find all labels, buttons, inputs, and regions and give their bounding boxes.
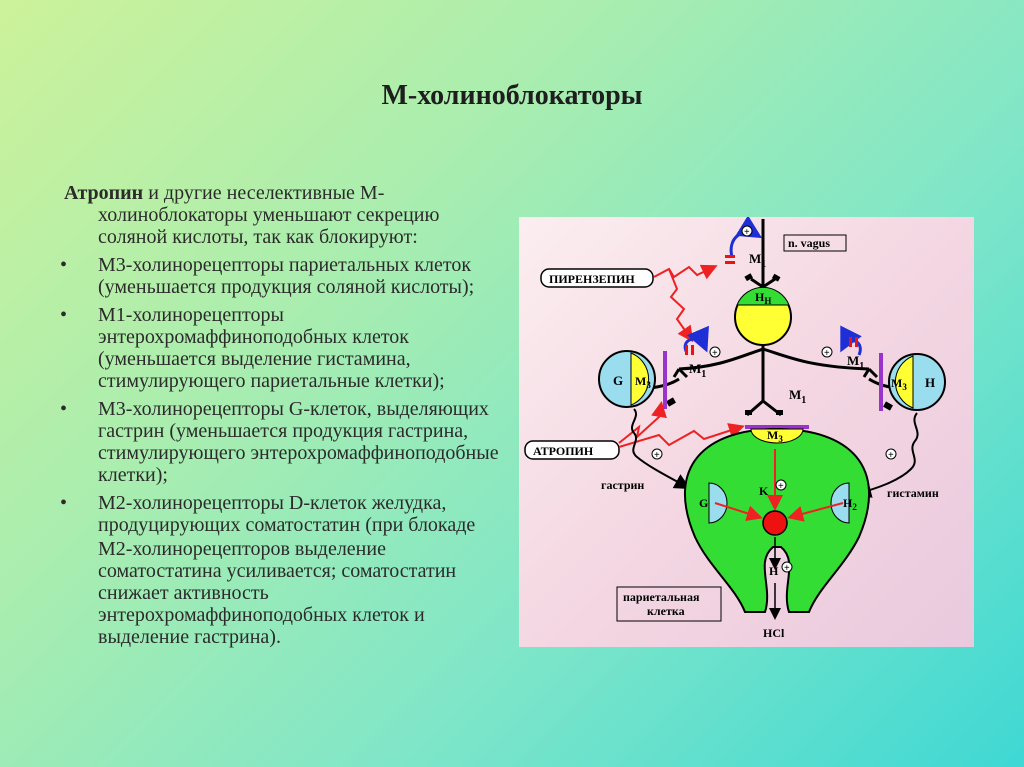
h-ion-label: H <box>769 564 779 578</box>
svg-text:+: + <box>744 227 750 238</box>
block-mark <box>849 337 852 347</box>
g-to-pump-arrow <box>714 502 763 521</box>
m3-right-cap <box>894 355 914 409</box>
list-item: • М3-холинорецепторы париетальных клеток … <box>60 254 504 298</box>
m1-right-label: M1 <box>847 353 864 372</box>
g-label: G <box>613 373 623 388</box>
vagus-label-box <box>783 234 847 252</box>
continuation-text: М2-холинорецепторов выделение соматостат… <box>98 538 457 648</box>
svg-text:+: + <box>654 450 660 461</box>
m1-top-label: M1 <box>749 251 766 270</box>
h2-to-pump-arrow <box>787 502 844 522</box>
k-label: K <box>759 484 769 498</box>
slide-title: М-холиноблокаторы <box>381 80 643 111</box>
gastrin-signal <box>631 408 691 489</box>
text-block: Атропин и другие неселективные М-холиноб… <box>60 182 504 648</box>
list-item-text: М3-холинорецепторы G-клеток, выделяющих … <box>98 398 499 486</box>
block-mark <box>685 345 688 355</box>
plus-icon <box>741 225 753 237</box>
m3-parietal-cap <box>750 428 804 444</box>
parietal-label-line2: клетка <box>647 604 685 618</box>
h2-label: H2 <box>843 496 857 512</box>
plus-icon <box>709 346 721 358</box>
histamine-label: гистамин <box>887 486 939 500</box>
plus-icon <box>651 448 663 460</box>
atropine-arrow-center <box>618 423 745 448</box>
m1-left-blue-arrow <box>683 325 709 354</box>
parietal-label-box <box>616 586 722 622</box>
mechanism-diagram: n. vagus M1 + HH ПИРЕНЗЕПИН G M3 M1 + M3… <box>519 217 974 647</box>
block-mark <box>855 337 858 347</box>
list-item-text: М2-холинорецепторы D-клеток желудка, про… <box>98 492 476 536</box>
svg-text:+: + <box>712 348 718 359</box>
bullet-glyph: • <box>60 304 68 326</box>
bullet-glyph: • <box>60 254 68 276</box>
intro-text: и другие неселективные М-холиноблокаторы… <box>98 182 440 248</box>
pirenzepine-arrow-down <box>668 268 694 343</box>
svg-text:+: + <box>778 481 784 492</box>
proton-pump <box>762 510 788 536</box>
nerve-terminals <box>666 273 893 415</box>
pirenzepine-box <box>540 268 654 288</box>
h-right-label: H <box>925 375 935 390</box>
diagram-svg: n. vagus M1 + HH ПИРЕНЗЕПИН G M3 M1 + M3… <box>524 217 946 640</box>
list-item: • М1-холинорецепторы энтерохромаффиноподо… <box>60 304 504 392</box>
g-parietal-label: G <box>699 496 708 510</box>
list-item: • М3-холинорецепторы G-клеток, выделяющих… <box>60 398 504 486</box>
bullet-glyph: • <box>60 398 68 420</box>
plus-icon <box>775 479 787 491</box>
plus-icon <box>781 561 793 573</box>
plus-icon <box>821 346 833 358</box>
list-item-text: М1-холинорецепторы энтерохромаффиноподоб… <box>98 304 445 392</box>
svg-text:+: + <box>888 450 894 461</box>
pirenzepine-arrow-top <box>653 264 718 280</box>
bullet-glyph: • <box>60 492 68 514</box>
gastrin-label: гастрин <box>601 478 644 492</box>
m1-top-blue-arrow <box>729 217 763 258</box>
svg-text:+: + <box>784 563 790 574</box>
m1-center-label: M1 <box>789 387 806 406</box>
m3-parietal-label: M3 <box>767 428 783 444</box>
m3-left-label: M3 <box>635 374 651 390</box>
block-mark <box>691 345 694 355</box>
pirenzepine-label: ПИРЕНЗЕПИН <box>549 272 635 286</box>
list-item-text: М3-холинорецепторы париетальных клеток (… <box>98 254 475 298</box>
m1-left-label: M1 <box>689 361 706 380</box>
atropine-box <box>524 440 620 460</box>
parietal-label-line1: париетальная <box>623 590 700 604</box>
m3-left-cap <box>630 352 650 406</box>
bullet-list: • М3-холинорецепторы париетальных клеток … <box>60 254 504 536</box>
m3-right-label: M3 <box>891 376 907 392</box>
plus-icon <box>885 448 897 460</box>
h-receptor-cap <box>736 286 790 306</box>
vagus-label: n. vagus <box>788 236 830 250</box>
intro-paragraph: Атропин и другие неселективные М-холиноб… <box>64 182 504 248</box>
block-mark <box>725 261 735 264</box>
h-label: HH <box>755 290 771 306</box>
svg-text:+: + <box>824 348 830 359</box>
intro-bold: Атропин <box>64 182 144 204</box>
hcl-label: HCl <box>763 626 785 640</box>
atropine-label: АТРОПИН <box>533 444 594 458</box>
block-mark <box>725 255 735 258</box>
list-item: • М2-холинорецепторы D-клеток желудка, пр… <box>60 492 504 536</box>
histamine-signal <box>855 412 919 498</box>
